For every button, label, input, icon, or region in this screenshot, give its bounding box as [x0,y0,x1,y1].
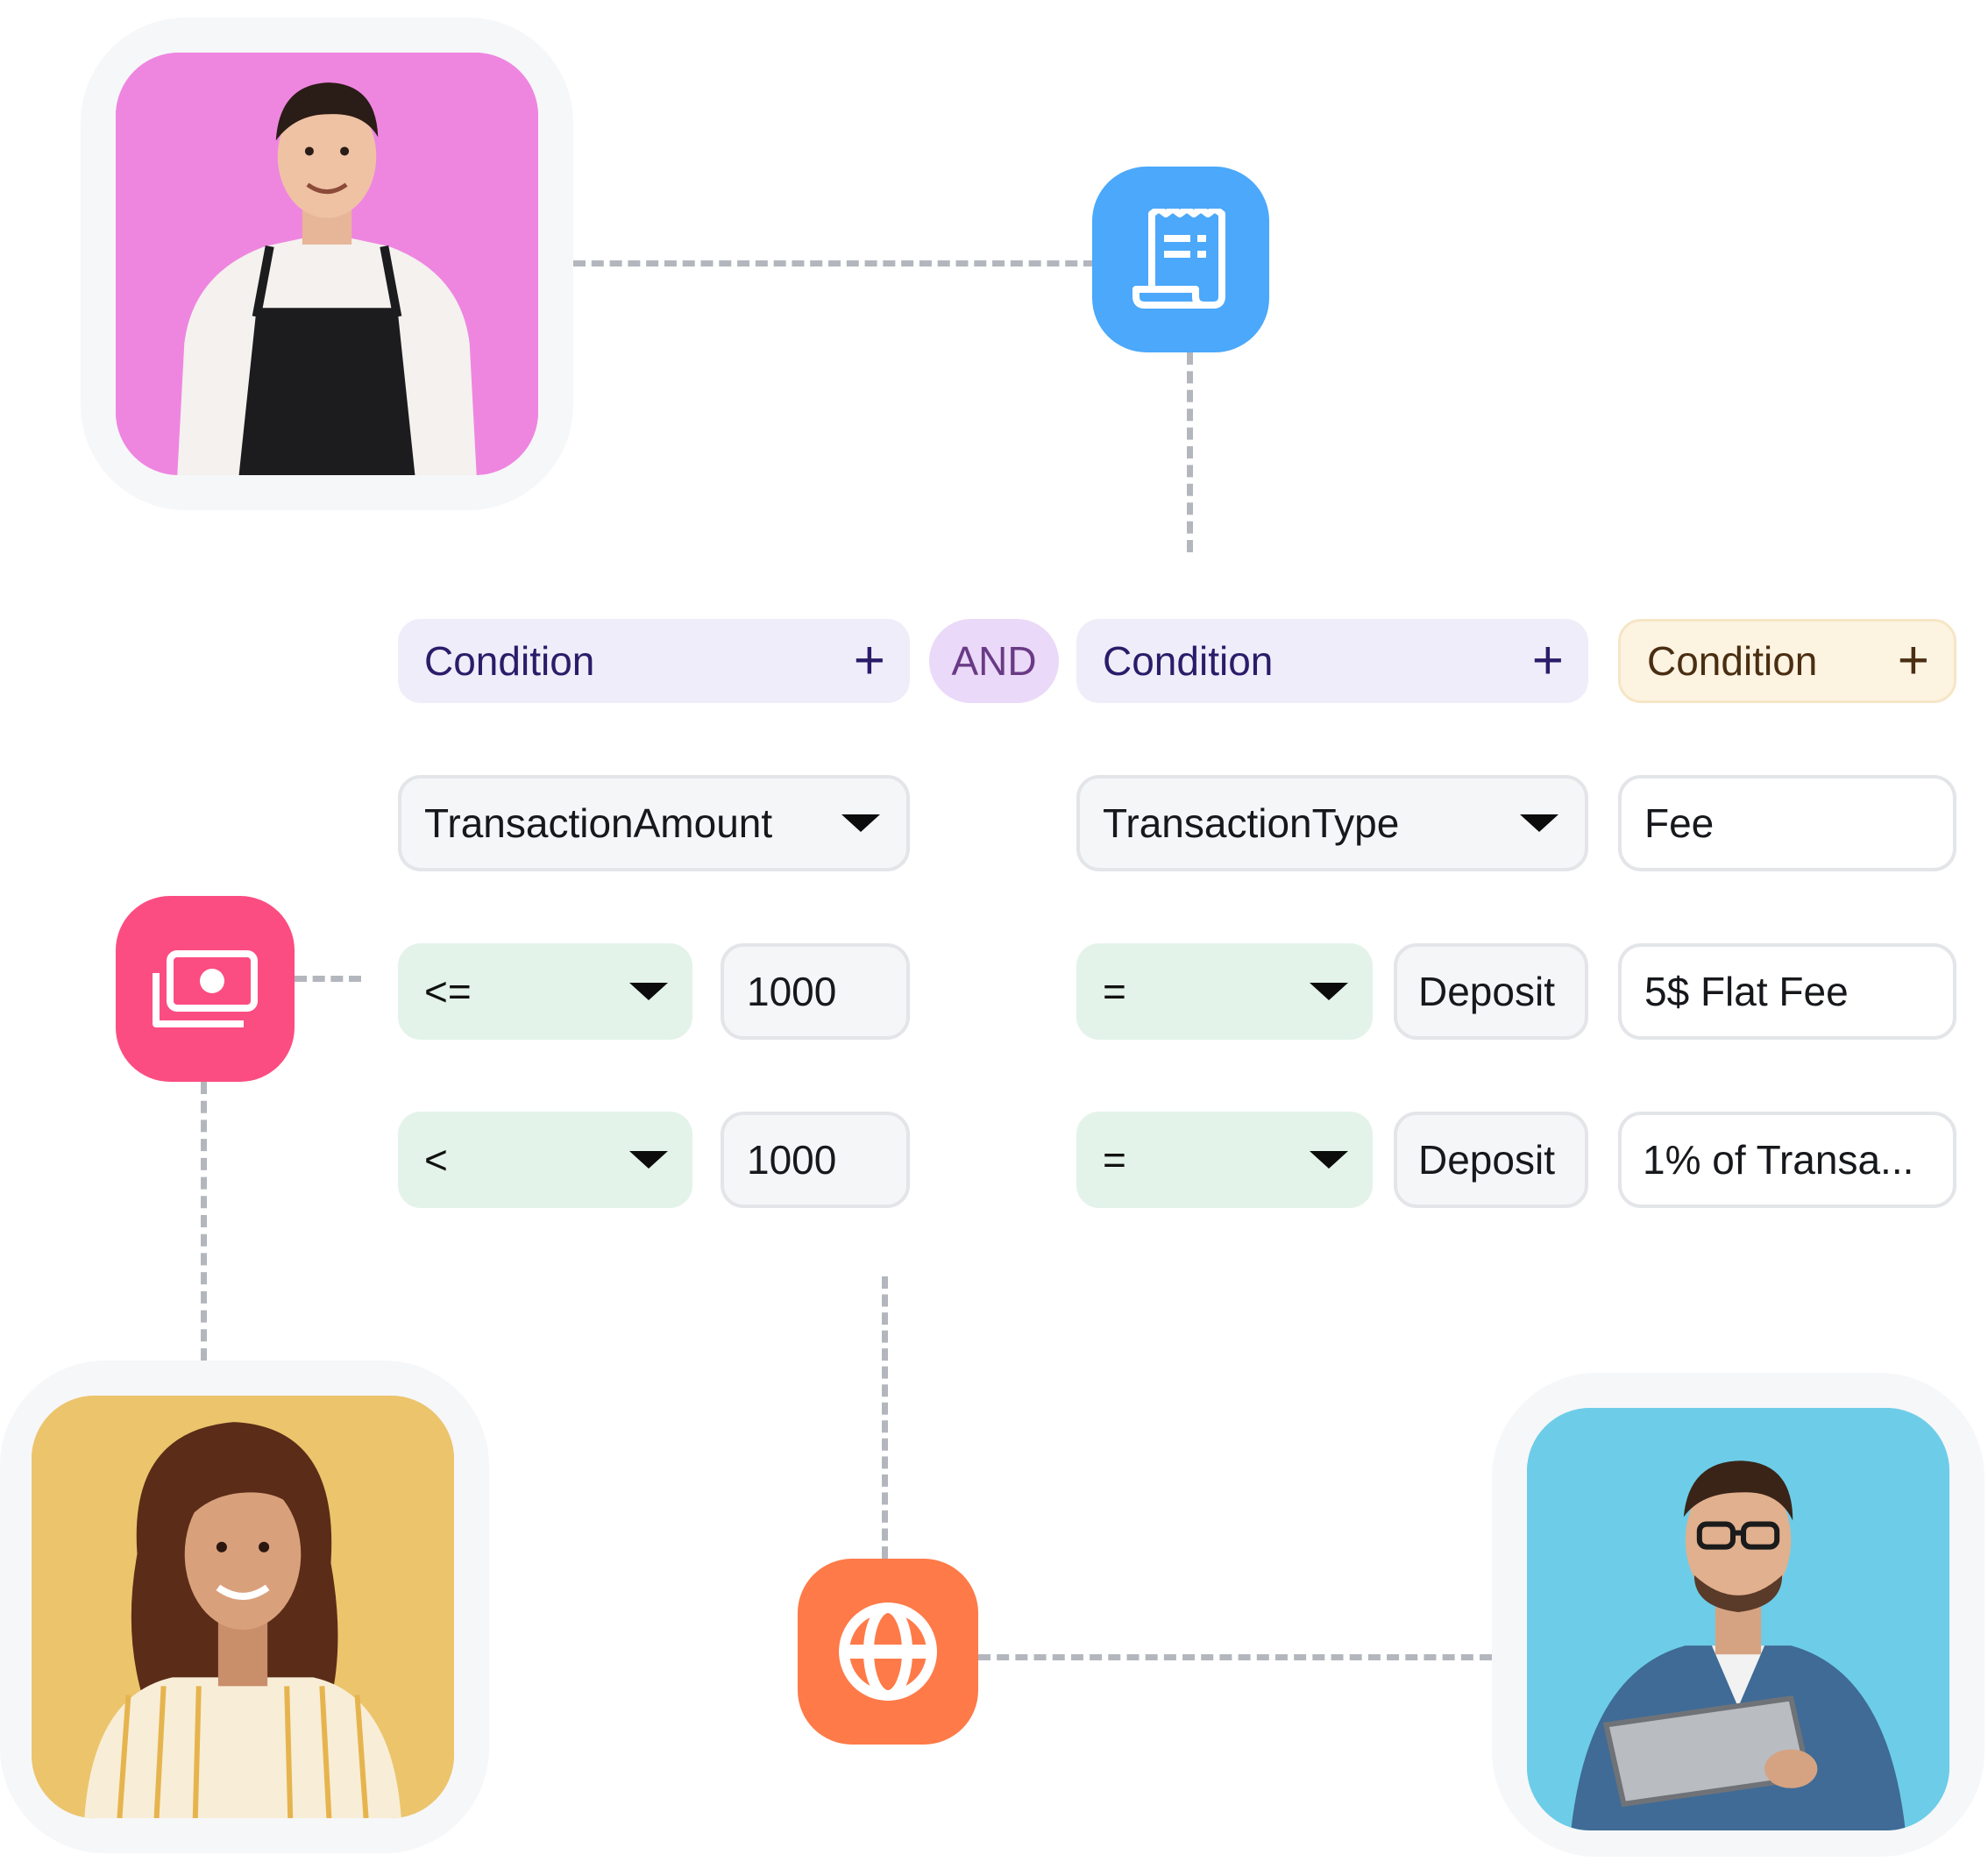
connector-money-avatar2 [201,1082,207,1361]
add-condition-icon[interactable]: + [853,630,885,691]
field-select-value: TransactionType [1103,800,1400,846]
and-operator-chip[interactable]: AND [929,619,1059,703]
and-operator-label: AND [951,638,1037,684]
condition-header-label: Condition [424,638,595,684]
connector-receipt-rules [1187,352,1193,552]
value-input-text: 1000 [747,1137,837,1183]
operator-select[interactable]: = [1076,943,1373,1040]
value-input-text: Deposit [1418,969,1555,1014]
man-in-apron-illustration [116,53,538,475]
chevron-down-icon [841,814,880,832]
connector-avatar1-receipt [573,260,1096,267]
field-select-value: TransactionAmount [424,800,773,846]
add-condition-icon[interactable]: + [1897,630,1929,691]
avatar-woman-smiling [32,1396,454,1818]
money-app-icon[interactable] [116,896,295,1082]
operator-value: = [1103,1137,1126,1183]
operator-value: = [1103,969,1126,1014]
money-stack-icon [153,950,258,1027]
operator-value: <= [424,969,472,1014]
fee-input[interactable]: 5$ Flat Fee [1618,943,1956,1040]
operator-select[interactable]: < [398,1112,692,1208]
chevron-down-icon [1310,983,1348,1000]
woman-smiling-illustration [32,1396,454,1818]
fee-input[interactable]: 1% of Transa... [1618,1112,1956,1208]
receipt-app-icon[interactable] [1092,167,1269,352]
chevron-down-icon [629,983,668,1000]
operator-select[interactable]: = [1076,1112,1373,1208]
connector-globe-avatar3 [978,1654,1492,1660]
connector-money-rules [295,976,361,982]
avatar-man-with-tablet [1527,1408,1949,1830]
field-input-value: Fee [1644,800,1715,846]
man-with-tablet-illustration [1527,1408,1949,1830]
globe-icon [839,1603,937,1701]
field-select-transaction-type[interactable]: TransactionType [1076,775,1588,871]
fee-input-text: 5$ Flat Fee [1644,969,1849,1014]
operator-select[interactable]: <= [398,943,692,1040]
avatar-man-in-apron [116,53,538,475]
condition-header-transaction-amount[interactable]: Condition + [398,619,910,703]
condition-header-transaction-type[interactable]: Condition + [1076,619,1588,703]
chevron-down-icon [1310,1151,1348,1169]
value-input[interactable]: 1000 [721,943,910,1040]
connector-rules-globe [882,1276,888,1559]
field-select-transaction-amount[interactable]: TransactionAmount [398,775,910,871]
value-input[interactable]: Deposit [1394,943,1588,1040]
value-input[interactable]: Deposit [1394,1112,1588,1208]
fee-input-text: 1% of Transa... [1643,1137,1914,1183]
operator-value: < [424,1137,448,1183]
receipt-icon [1132,209,1225,309]
condition-header-label: Condition [1103,638,1274,684]
value-input[interactable]: 1000 [721,1112,910,1208]
value-input-text: Deposit [1418,1137,1555,1183]
chevron-down-icon [1520,814,1558,832]
globe-app-icon[interactable] [798,1559,978,1745]
value-input-text: 1000 [747,969,837,1014]
add-condition-icon[interactable]: + [1531,630,1564,691]
condition-header-label: Condition [1647,638,1818,684]
field-input-fee[interactable]: Fee [1618,775,1956,871]
condition-header-fee[interactable]: Condition + [1618,619,1956,703]
chevron-down-icon [629,1151,668,1169]
